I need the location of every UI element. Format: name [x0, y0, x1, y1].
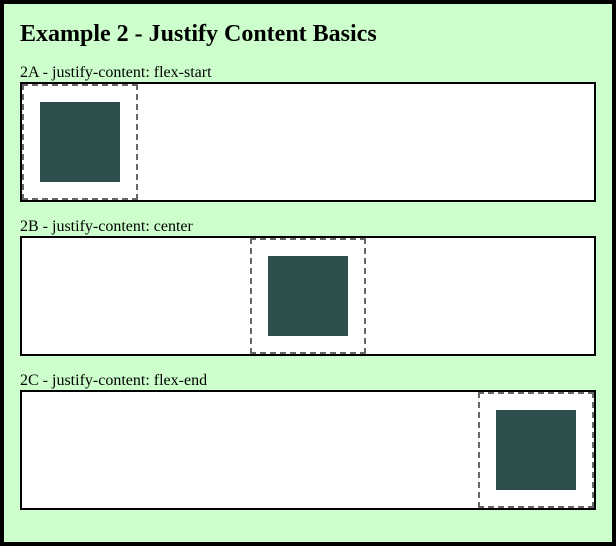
example-2b-label: 2B - justify-content: center — [20, 218, 193, 235]
example-2a: 2A - justify-content: flex-start — [20, 64, 596, 202]
flex-container-center — [20, 236, 596, 356]
flex-container-flex-start — [20, 82, 596, 202]
example-2c-label: 2C - justify-content: flex-end — [20, 372, 208, 389]
filled-square — [496, 410, 576, 490]
flex-item — [478, 392, 594, 508]
example-2a-label: 2A - justify-content: flex-start — [20, 64, 212, 81]
example-2b: 2B - justify-content: center — [20, 218, 596, 356]
flex-item — [250, 238, 366, 354]
page-title: Example 2 - Justify Content Basics — [20, 21, 377, 47]
filled-square — [40, 102, 120, 182]
flex-item — [22, 84, 138, 200]
filled-square — [268, 256, 348, 336]
example-2c: 2C - justify-content: flex-end — [20, 372, 596, 510]
flex-container-flex-end — [20, 390, 596, 510]
